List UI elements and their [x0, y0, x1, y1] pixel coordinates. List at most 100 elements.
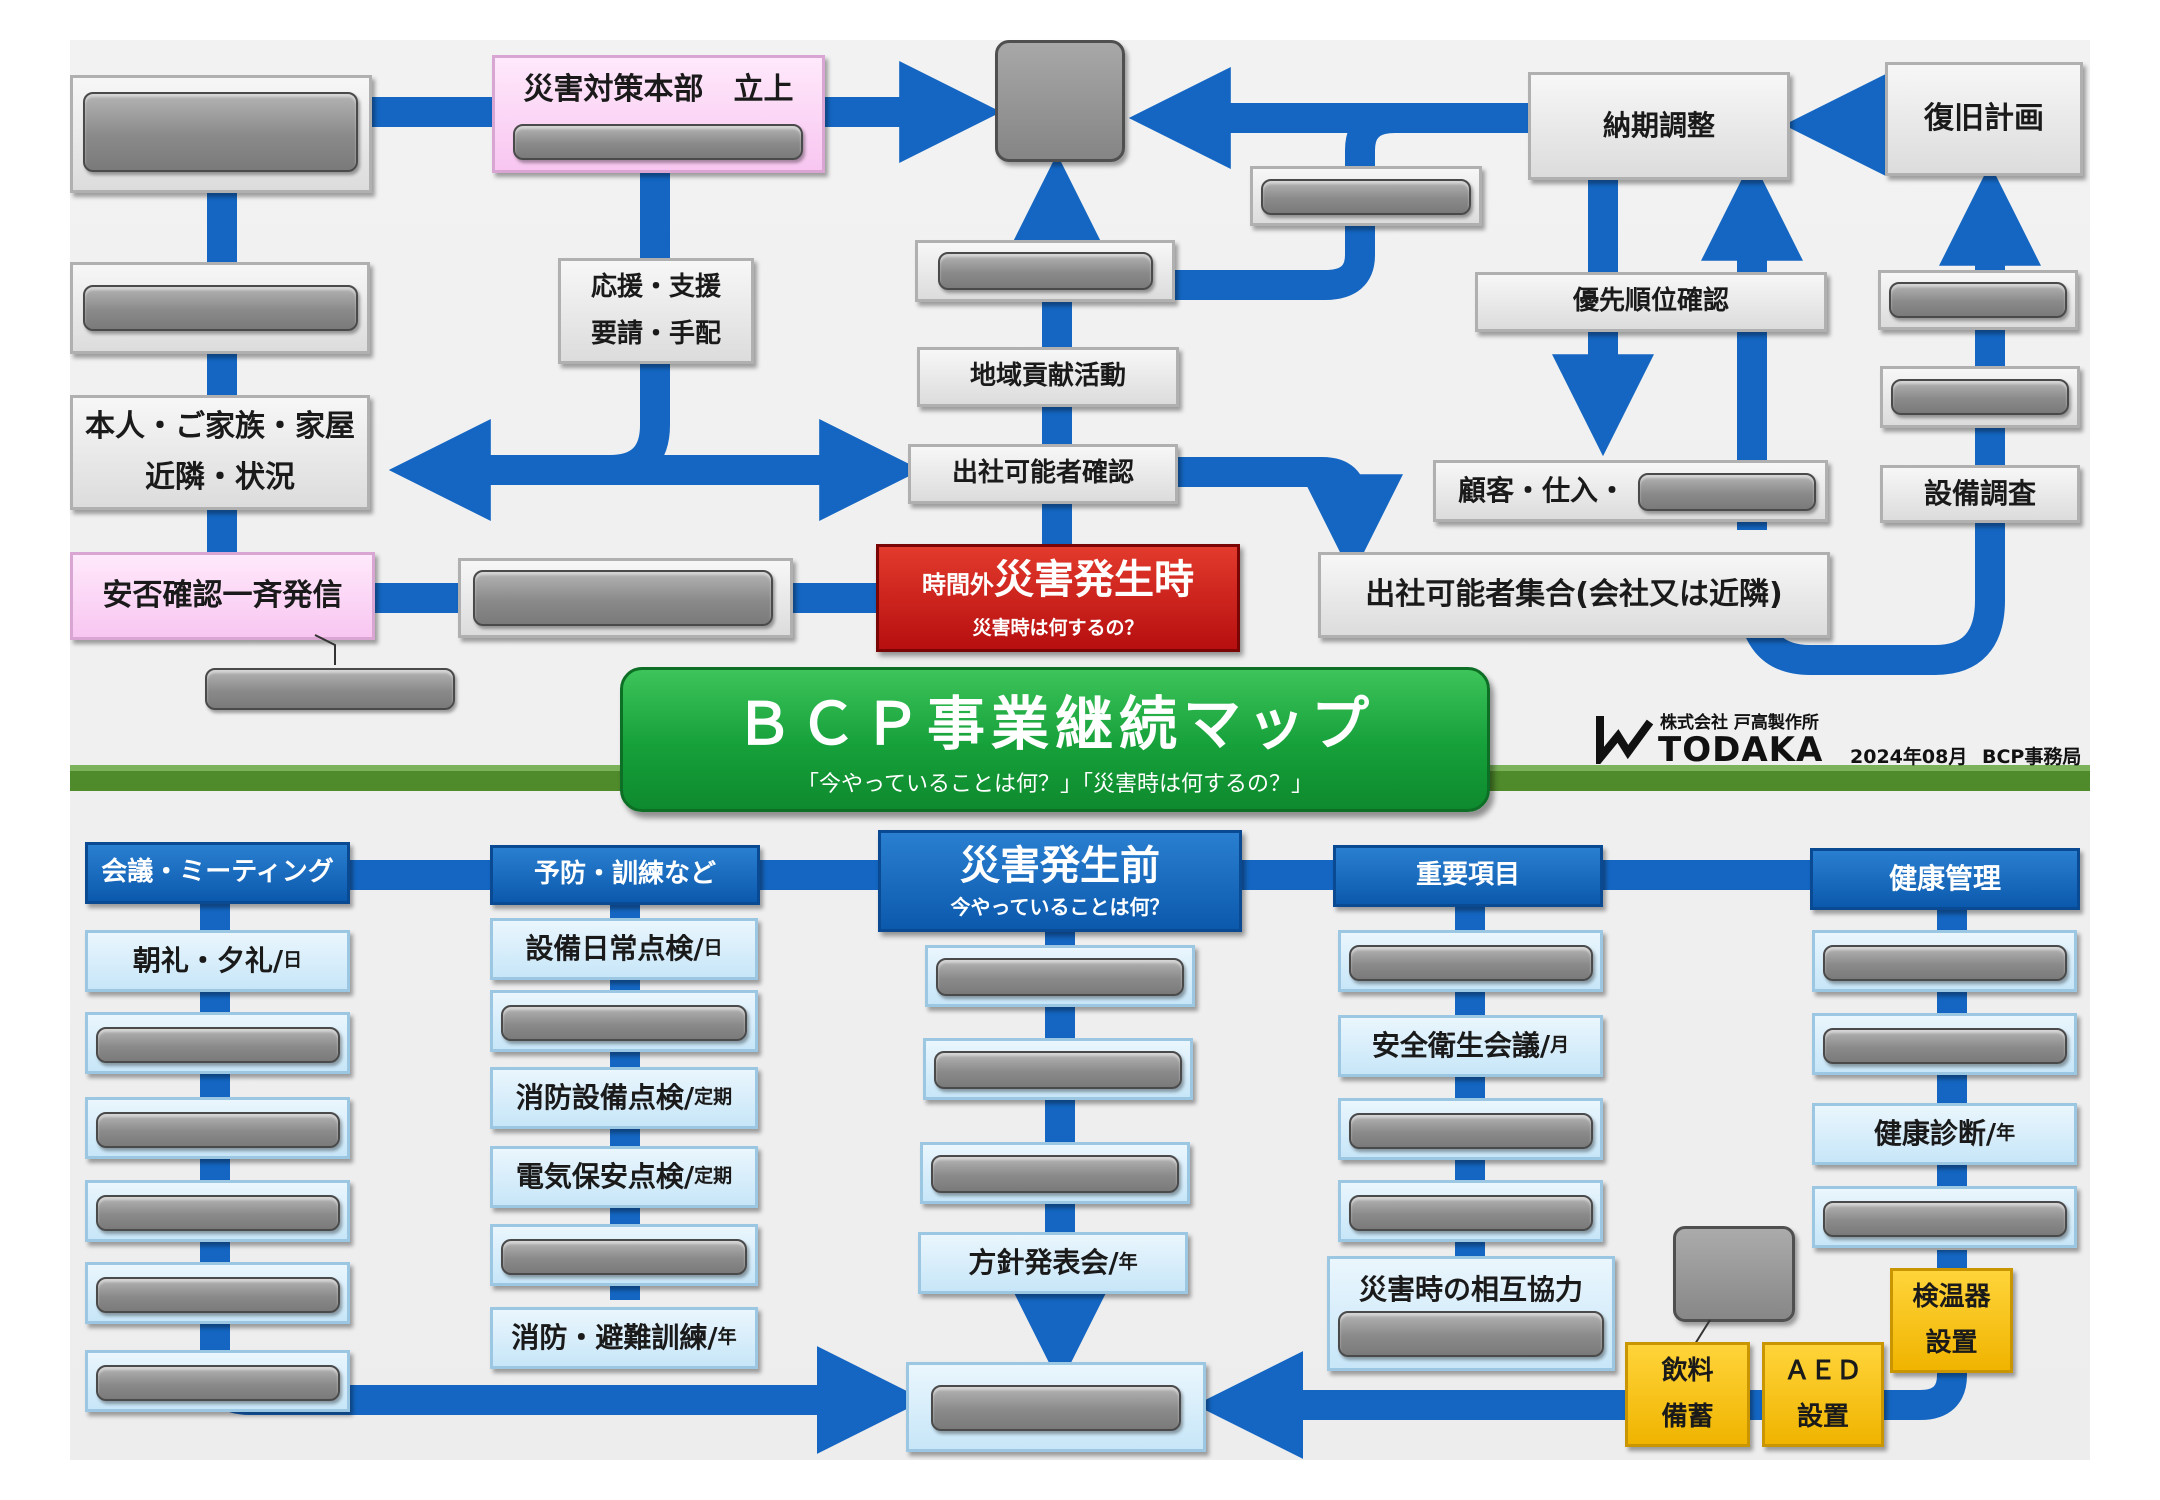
blank-field — [931, 1385, 1181, 1431]
blank-square — [1673, 1226, 1795, 1322]
item-frequency: 月 — [1550, 1034, 1570, 1057]
daily-equipment-check-item: 設備日常点検/日 — [490, 918, 758, 980]
blank-box-loop — [1250, 166, 1482, 226]
blank-box-right-1 — [1878, 270, 2078, 330]
safety-broadcast-box: 安否確認一斉発信 — [70, 552, 375, 640]
blank-box-health-2 — [1812, 1013, 2077, 1075]
item-main: 方針発表会/ — [968, 1246, 1119, 1280]
blank-field — [1889, 282, 2067, 318]
aed-line-2: 設置 — [1796, 1401, 1849, 1432]
support-line-2: 要請・手配 — [590, 319, 721, 349]
customers-label: 顧客・仕入・ — [1458, 474, 1627, 508]
company-name-jp: 株式会社 戸高製作所 — [1660, 713, 1819, 733]
blank-box-prevention-1 — [490, 990, 758, 1052]
aed-line-1: ＡＥＤ — [1783, 1356, 1862, 1387]
blank-field — [938, 252, 1153, 290]
blank-field — [1349, 1113, 1593, 1149]
blank-box-meetings-5 — [85, 1350, 350, 1412]
priority-check-box: 優先順位確認 — [1475, 272, 1827, 332]
item-main: 設備日常点検/ — [525, 932, 704, 966]
blank-box-center-2 — [923, 1038, 1193, 1100]
blank-box-center-1 — [925, 945, 1195, 1007]
drinks-line-2: 備蓄 — [1661, 1401, 1714, 1432]
mutual-cooperation-label: 災害時の相互協力 — [1358, 1273, 1583, 1306]
item-frequency: 定期 — [694, 1086, 733, 1109]
hq-setup-label: 災害対策本部 立上 — [523, 72, 794, 107]
blank-field — [473, 570, 773, 626]
community-activity-box: 地域貢献活動 — [917, 347, 1179, 407]
support-request-box: 応援・支援 要請・手配 — [558, 258, 754, 364]
staff-check-box: 出社可能者確認 — [908, 444, 1178, 504]
blank-field — [96, 1112, 340, 1148]
map-title: ＢＣＰ事業継続マップ — [734, 690, 1375, 758]
equipment-survey-box: 設備調査 — [1880, 465, 2080, 523]
blank-box-top-left — [70, 75, 372, 193]
issuing-org: BCP事務局 — [1982, 746, 2082, 768]
callout-line — [1694, 1319, 1711, 1345]
morning-evening-meeting-item: 朝礼・夕礼/日 — [85, 930, 350, 992]
before-title: 災害発生前 — [960, 843, 1160, 889]
item-frequency: 年 — [717, 1326, 737, 1349]
family-status-box: 本人・ご家族・家屋 近隣・状況 — [70, 395, 370, 510]
disaster-title: 災害発生時 — [994, 557, 1194, 603]
blank-field — [513, 124, 803, 160]
customers-box: 顧客・仕入・ — [1433, 460, 1828, 522]
item-main: 健康診断/ — [1873, 1117, 1997, 1151]
blank-box-important-1 — [1338, 930, 1603, 992]
item-frequency: 年 — [1996, 1122, 2016, 1145]
family-line-1: 本人・ご家族・家屋 — [85, 409, 355, 444]
blank-hub-box — [995, 40, 1125, 162]
item-main: 朝礼・夕礼/ — [132, 944, 284, 978]
important-header: 重要項目 — [1333, 845, 1603, 907]
item-frequency: 日 — [283, 949, 303, 972]
blank-box-safety-row — [458, 558, 793, 638]
thermometer-line-1: 検温器 — [1912, 1282, 1991, 1313]
health-checkup-item: 健康診断/年 — [1812, 1103, 2077, 1165]
blank-field — [96, 1365, 340, 1401]
meetings-header: 会議・ミーティング — [85, 842, 350, 904]
mutual-cooperation-box: 災害時の相互協力 — [1327, 1256, 1615, 1371]
thermometer-installation-box: 検温器 設置 — [1890, 1268, 2013, 1373]
blank-field — [934, 1051, 1182, 1089]
support-line-1: 応援・支援 — [590, 271, 721, 302]
blank-field — [1349, 945, 1593, 981]
map-title-banner: ＢＣＰ事業継続マップ 「今やっていることは何？」「災害時は何するの？」 — [620, 667, 1490, 812]
health-header: 健康管理 — [1810, 848, 2080, 910]
disaster-prefix: 時間外 — [922, 571, 994, 599]
blank-box-center-upper — [915, 240, 1175, 302]
blank-box-important-3 — [1338, 1180, 1603, 1242]
blank-field — [1823, 1201, 2067, 1237]
before-disaster-box: 災害発生前 今やっていることは何？ — [878, 830, 1242, 932]
item-main: 安全衛生会議/ — [1371, 1029, 1551, 1063]
blank-box-center-3 — [920, 1142, 1190, 1204]
blank-field — [931, 1155, 1179, 1193]
safety-health-meeting-item: 安全衛生会議/月 — [1338, 1015, 1603, 1077]
fire-equipment-inspection-item: 消防設備点検/定期 — [490, 1067, 758, 1129]
item-main: 電気保安点検/ — [515, 1160, 695, 1194]
prevention-header: 予防・訓練など — [490, 845, 760, 905]
blank-field — [501, 1005, 747, 1041]
drinks-line-1: 飲料 — [1661, 1356, 1714, 1387]
blank-field — [1891, 379, 2069, 415]
blank-box-left — [70, 262, 370, 354]
drinks-stockpile-box: 飲料 備蓄 — [1625, 1342, 1750, 1447]
blank-box-meetings-2 — [85, 1097, 350, 1159]
delivery-adjust-box: 納期調整 — [1528, 72, 1790, 180]
blank-field — [1823, 1028, 2067, 1064]
staff-assembly-box: 出社可能者集合(会社又は近隣) — [1318, 552, 1830, 638]
item-main: 消防設備点検/ — [515, 1081, 695, 1115]
blank-box-health-3 — [1812, 1186, 2077, 1248]
thermometer-line-2: 設置 — [1925, 1327, 1978, 1358]
blank-field — [936, 958, 1184, 996]
blank-box-center-goal — [906, 1362, 1206, 1452]
blank-box-meetings-1 — [85, 1012, 350, 1074]
blank-field — [83, 285, 358, 331]
item-main: 消防・避難訓練/ — [511, 1321, 718, 1355]
blank-field — [1349, 1195, 1593, 1231]
blank-field — [501, 1239, 747, 1275]
electrical-safety-inspection-item: 電気保安点検/定期 — [490, 1146, 758, 1208]
blank-field — [96, 1277, 340, 1313]
blank-field — [96, 1195, 340, 1231]
blank-box-right-2 — [1880, 366, 2080, 428]
company-name-en: TODAKA — [1658, 730, 1824, 770]
